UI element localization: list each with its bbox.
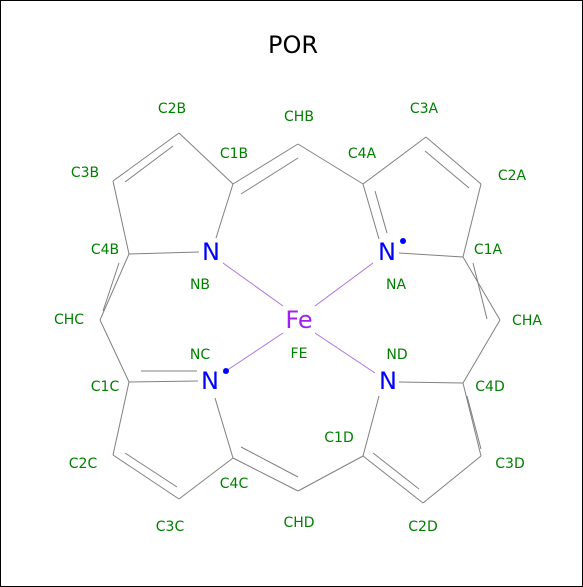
bond-C4D-ND (398, 381, 464, 384)
bond-CHB-C4A (297, 143, 364, 185)
label-C3A: C3A (410, 101, 439, 117)
double-bond-C1B-CHB (240, 157, 299, 195)
double-bond-C4B-CHC (102, 262, 120, 312)
label-C1C: C1C (91, 379, 120, 395)
nitrogen-ND: N (379, 367, 397, 395)
label-C1A: C1A (474, 242, 503, 258)
label-C3C: C3C (156, 519, 185, 535)
label-CHD: CHD (283, 515, 314, 531)
label-C4C: C4C (220, 476, 249, 492)
nitrogen-NB: N (202, 238, 220, 266)
label-C3D: C3D (495, 456, 524, 472)
bond-C3A-C2A (425, 136, 482, 185)
double-bond-C1D-C2D (372, 452, 420, 490)
bond-C2B-C3B (112, 132, 180, 182)
bond-FE-ND (314, 332, 376, 374)
bond-CHC-C1C (99, 319, 130, 383)
bond-NA-C4A (362, 183, 380, 240)
bond-C3D-C4D (462, 382, 482, 457)
bond-C1D-CHD (297, 455, 364, 492)
bond-C1A-CHA (462, 256, 501, 321)
label-C2B: C2B (158, 101, 186, 117)
radical-dot-NA (400, 238, 406, 244)
double-bond-C1A-CHA (472, 262, 488, 320)
bond-C1A-NA (398, 252, 464, 258)
label-C4B: C4B (91, 242, 119, 258)
label-C2A: C2A (498, 168, 527, 184)
bond-FE-NA (314, 262, 374, 307)
radical-dot-NC (223, 368, 229, 374)
label-CHB: CHB (284, 109, 314, 125)
bond-C3B-C4B (112, 180, 130, 255)
bond-C1B-CHB (232, 143, 299, 185)
bond-C1B-C2B (178, 132, 234, 185)
bond-CHA-C4D (462, 319, 501, 384)
molecule-title: POR (268, 31, 318, 59)
label-C1B: C1B (220, 146, 248, 162)
nitrogen-NC: N (201, 367, 219, 395)
double-bond-C3D-C4D (466, 395, 482, 450)
label-C1D: C1D (324, 430, 353, 446)
bond-C1D-C2D (362, 455, 424, 504)
double-bond-C2A-C3A (424, 150, 470, 189)
bond-C4A-C3A (362, 136, 427, 185)
double-bond-C2B-C3B (124, 145, 174, 183)
atom-labels: C2B CHB C3A C3B C1B C4A C2A C4B NB NA C1… (54, 101, 542, 535)
bond-C4B-CHC (99, 253, 130, 321)
bond-C4C-C3C (178, 457, 234, 500)
bond-ND-C1D (362, 395, 380, 457)
label-FE: FE (291, 346, 308, 362)
bond-FE-NB (222, 262, 284, 307)
label-C4A: C4A (348, 146, 377, 162)
bond-FE-NC (222, 332, 284, 374)
label-C3B: C3B (71, 165, 99, 181)
bond-C4C-NC (214, 397, 234, 459)
double-bond-C2C-C3C (124, 452, 178, 488)
bond-CHD-C4C (232, 457, 299, 492)
label-NB: NB (190, 277, 210, 293)
metal-bonds (222, 262, 376, 374)
bond-C3C-C2C (112, 454, 180, 500)
element-symbols: N N N N Fe (201, 238, 406, 395)
double-bond-C4A-NA (374, 190, 388, 234)
nitrogen-NA: N (378, 238, 396, 266)
label-CHC: CHC (54, 312, 84, 328)
label-CHA: CHA (512, 313, 542, 329)
label-ND: ND (386, 347, 407, 363)
bond-C2C-C1C (112, 381, 130, 456)
bond-NB-C1B (215, 183, 234, 239)
bond-C1C-NC (128, 380, 199, 383)
bond-C4B-NB (128, 251, 200, 255)
label-NA: NA (386, 277, 406, 293)
double-bond-C4C-CHD (240, 446, 299, 478)
bonds (99, 132, 501, 504)
label-C2D: C2D (408, 519, 437, 535)
bond-C2D-C3D (422, 455, 482, 504)
label-C4D: C4D (475, 379, 504, 395)
label-C2C: C2C (69, 456, 98, 472)
iron-FE: Fe (285, 306, 312, 334)
bond-C2A-C1A (462, 183, 482, 258)
label-NC: NC (190, 347, 210, 363)
